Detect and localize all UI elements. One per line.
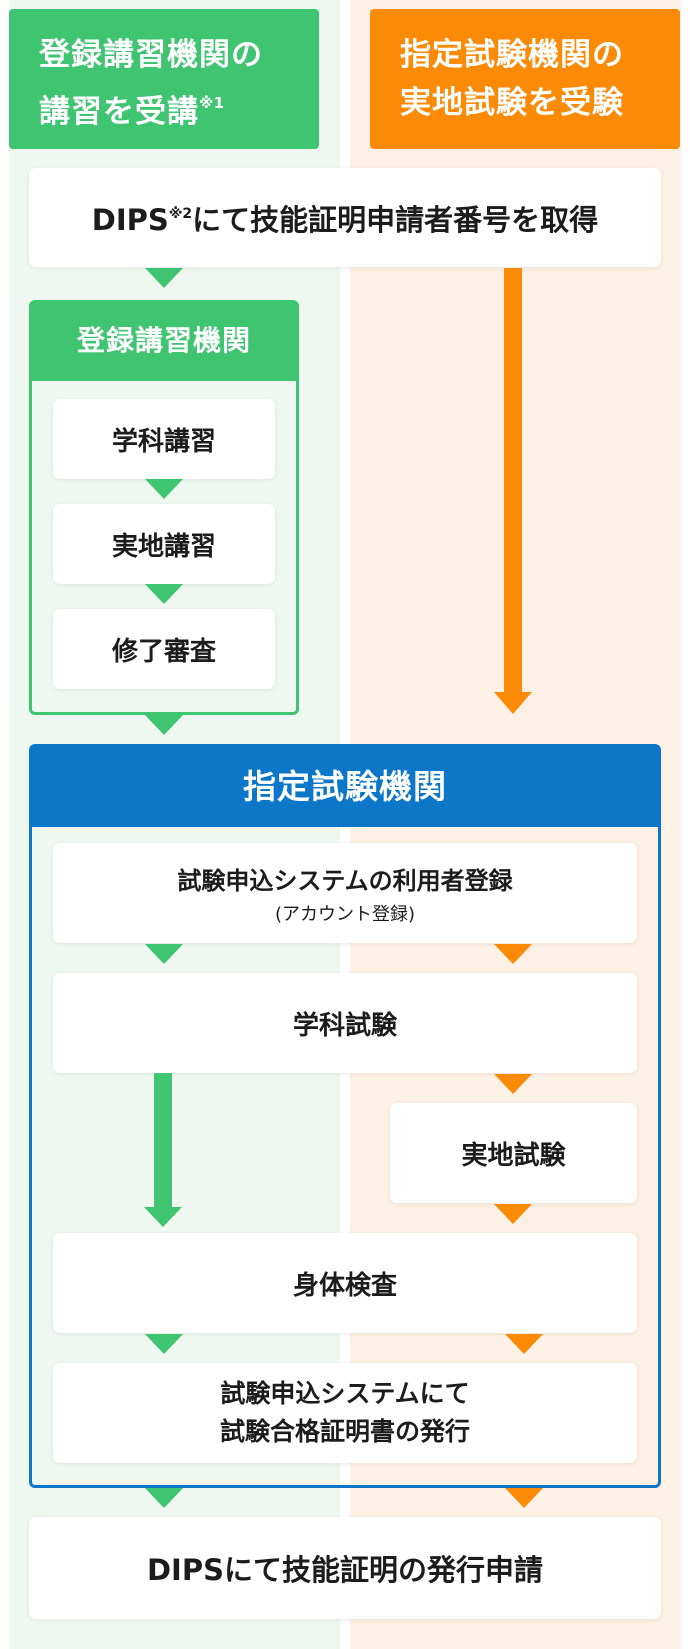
final-step-label: DIPSにて技能証明の発行申請 [146,1553,543,1587]
step-dips-applicant-number: DIPS※2にて技能証明申請者番号を取得 [29,168,661,267]
step-practical-lecture: 実地講習 [53,504,275,584]
arrow-down-icon [494,692,532,714]
arrow-down-icon [505,1334,543,1354]
step-license-application: DIPSにて技能証明の発行申請 [29,1517,661,1619]
dips-note: ※2 [168,205,193,222]
arrow-down-icon [145,479,183,499]
step-label: 修了審査 [111,636,216,667]
left-header-note: ※1 [199,94,225,112]
arrow-down-icon [145,944,183,964]
step-written-exam: 学科試験 [53,973,637,1073]
left-header-line2: 講習を受講 [39,94,199,130]
registration-sublabel: (アカウント登録) [274,903,416,925]
arrow-down-icon [494,1074,532,1094]
practical-exam-label: 実地試験 [461,1140,566,1171]
dips-label: DIPS [91,202,169,237]
right-header-line2: 実地試験を受験 [400,85,624,121]
step-physical-check: 身体検査 [53,1233,637,1333]
written-exam-label: 学科試験 [292,1010,397,1041]
training-org-panel: 登録講習機関 [29,300,299,715]
arrow-down-icon [145,1488,183,1508]
registration-label: 試験申込システムの利用者登録 [177,866,513,895]
certificate-line2: 試験合格証明書の発行 [219,1417,470,1446]
physical-check-label: 身体検査 [292,1270,397,1301]
exam-org-title: 指定試験機関 [32,747,658,827]
step-academic-lecture: 学科講習 [53,399,275,479]
certificate-line1: 試験申込システムにて [220,1379,470,1408]
left-header-line1: 登録講習機関の [39,37,263,73]
dips-text: にて技能証明申請者番号を取得 [192,202,599,237]
step-completion-review: 修了審査 [53,609,275,689]
step-label: 実地講習 [111,531,216,562]
orange-arrow-shaft [504,268,522,692]
left-column-header: 登録講習機関の 講習を受講※1 [9,9,319,149]
arrow-down-icon [505,1488,543,1508]
green-arrow-shaft [154,1073,172,1209]
arrow-down-icon [145,715,183,735]
arrow-down-icon [145,1334,183,1354]
exam-org-panel: 指定試験機関 [29,744,661,1488]
step-certificate-issue: 試験申込システムにて 試験合格証明書の発行 [53,1363,637,1463]
arrow-down-icon [145,268,183,288]
right-header-line1: 指定試験機関の [400,37,624,73]
step-exam-system-registration: 試験申込システムの利用者登録 (アカウント登録) [53,843,637,943]
arrow-down-icon [494,1204,532,1224]
arrow-down-icon [144,1207,182,1227]
step-label: 学科講習 [111,426,216,457]
training-org-title: 登録講習機関 [32,303,296,381]
right-column-header: 指定試験機関の 実地試験を受験 [370,9,680,149]
arrow-down-icon [145,584,183,604]
arrow-down-icon [494,944,532,964]
step-practical-exam: 実地試験 [390,1103,637,1203]
